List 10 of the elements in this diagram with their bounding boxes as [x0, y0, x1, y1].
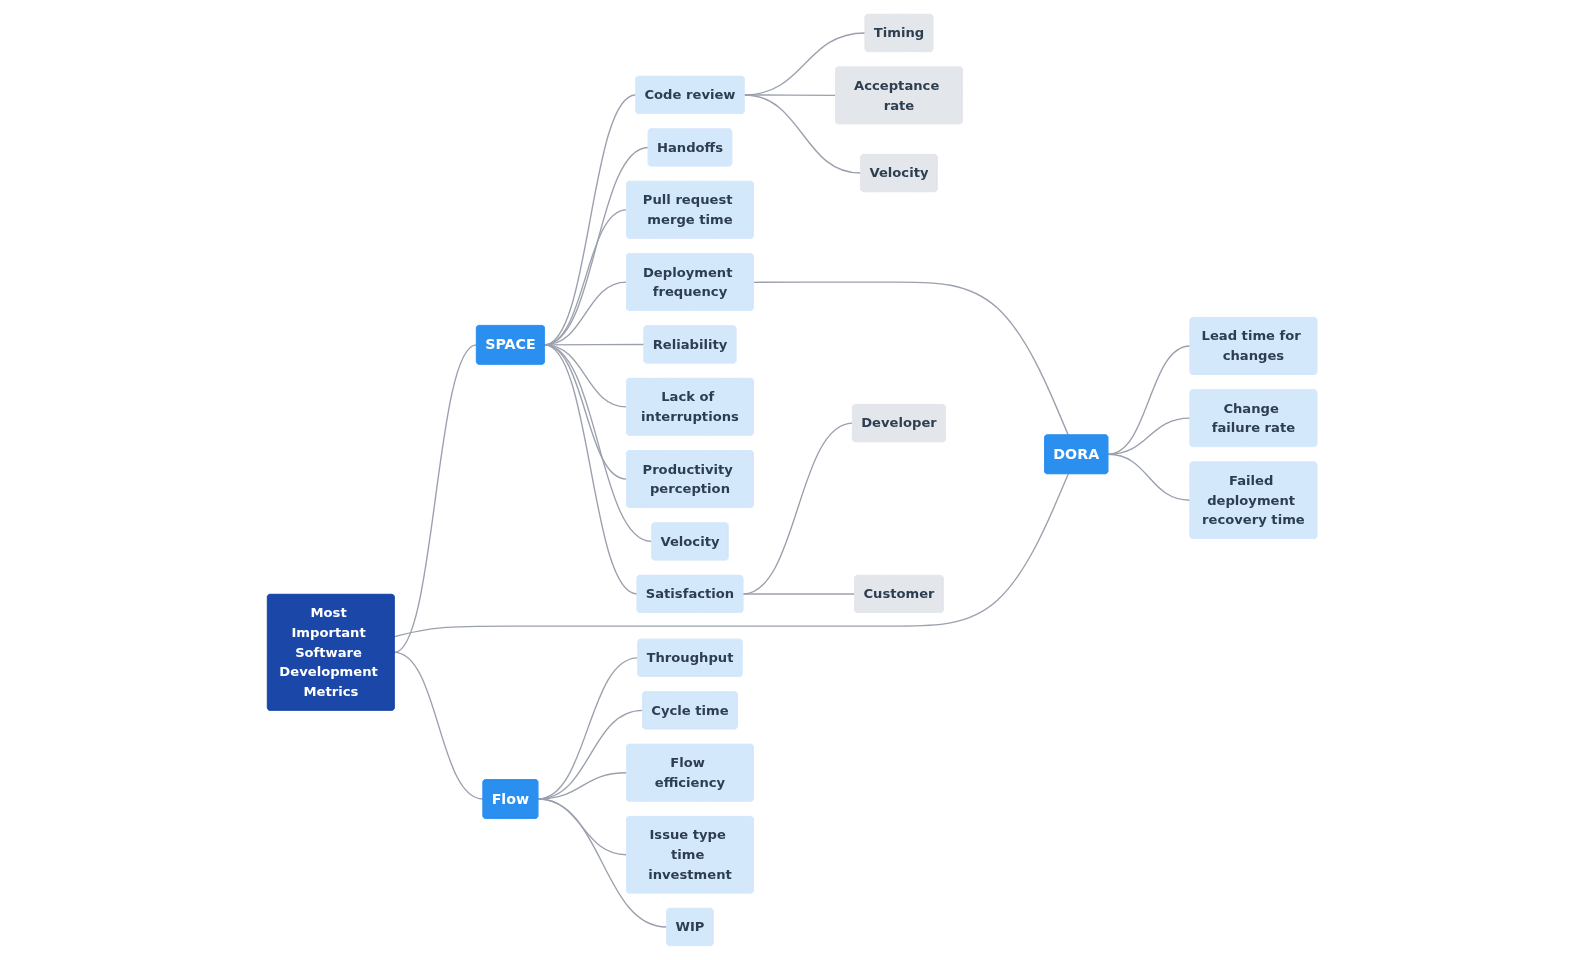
connector: [543, 344, 638, 595]
connector: [393, 344, 477, 654]
connector: [752, 281, 1069, 436]
connector: [1107, 417, 1191, 455]
connector: [742, 593, 856, 595]
connector: [393, 651, 484, 800]
connector: [743, 94, 862, 174]
connector: [393, 473, 1069, 638]
connector: [1107, 345, 1191, 455]
connector: [1107, 453, 1191, 501]
